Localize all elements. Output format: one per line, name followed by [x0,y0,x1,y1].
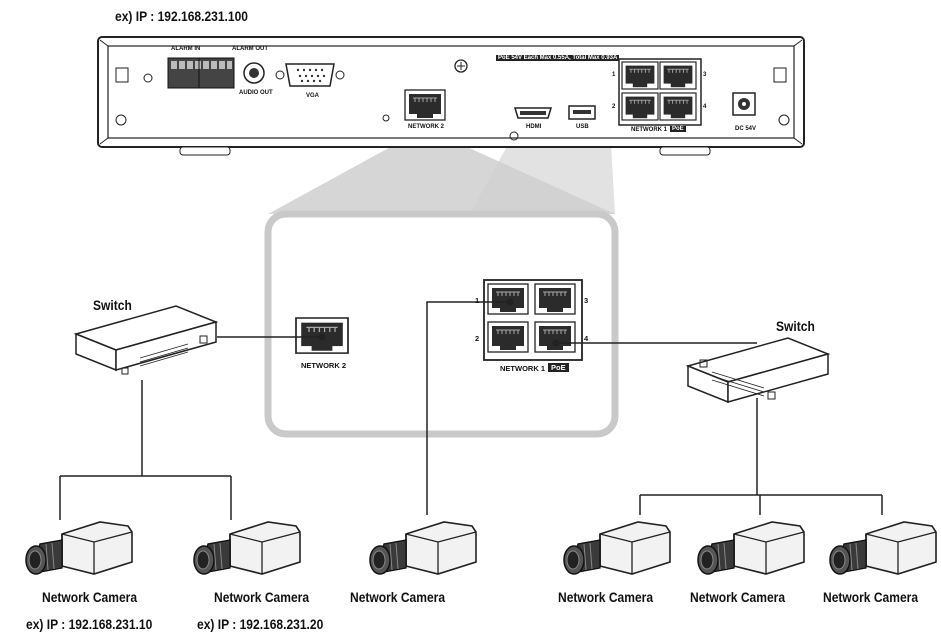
nvr-rear-panel [97,36,805,156]
usb-label: USB [576,124,589,130]
nvr-port-4: 4 [703,104,707,110]
vga-label: VGA [306,93,320,99]
camera-3-label: Network Camera [350,589,446,605]
cables [59,301,883,520]
dc-label: DC 54V [735,126,757,132]
nvr-poe-badge: PoE [670,126,686,132]
camera-4 [563,521,671,575]
nvr-network1-label: NETWORK 1 [631,127,667,133]
zoom-box [264,210,619,438]
camera-5-label: Network Camera [690,589,786,605]
switch-right [687,337,829,403]
nvr-ip-label: ex) IP : 192.168.231.100 [115,8,249,24]
nvr-port-1: 1 [612,72,616,78]
zoom-port-2: 2 [475,334,480,343]
camera-2 [193,521,301,575]
nvr-port-3: 3 [703,72,707,78]
camera-2-label: Network Camera [214,589,310,605]
camera-1 [25,521,133,575]
nvr-port-2: 2 [612,104,616,110]
cable-connectors [318,298,560,347]
audio-out-label: AUDIO OUT [239,90,273,96]
zoom-poe-ports [483,279,583,361]
camera-5 [697,521,805,575]
camera-2-ip: ex) IP : 192.168.231.20 [197,616,324,632]
alarm-out-label: ALARM OUT [232,46,268,52]
camera-1-ip: ex) IP : 192.168.231.10 [26,616,153,632]
zoom-port-1: 1 [475,296,480,305]
zoom-port-3: 3 [584,296,589,305]
alarm-in-label: ALARM IN [171,46,201,52]
zoom-poe-badge: PoE [548,363,569,372]
switch-left [75,305,217,375]
hdmi-label: HDMI [526,124,542,130]
camera-3 [369,521,477,575]
nvr-network2-label: NETWORK 2 [408,124,444,130]
camera-6-label: Network Camera [823,589,919,605]
zoom-network2-label: NETWORK 2 [301,361,346,370]
zoom-network1-label: NETWORK 1 [500,364,545,373]
camera-4-label: Network Camera [558,589,654,605]
camera-1-label: Network Camera [42,589,138,605]
switch-left-label: Switch [93,297,132,313]
switch-right-label: Switch [776,318,815,334]
zoom-port-4: 4 [584,334,589,343]
camera-6 [829,521,937,575]
poe-spec-label: PoE 54V Each Max 0.55A, Total Max 0.93A [496,55,620,61]
